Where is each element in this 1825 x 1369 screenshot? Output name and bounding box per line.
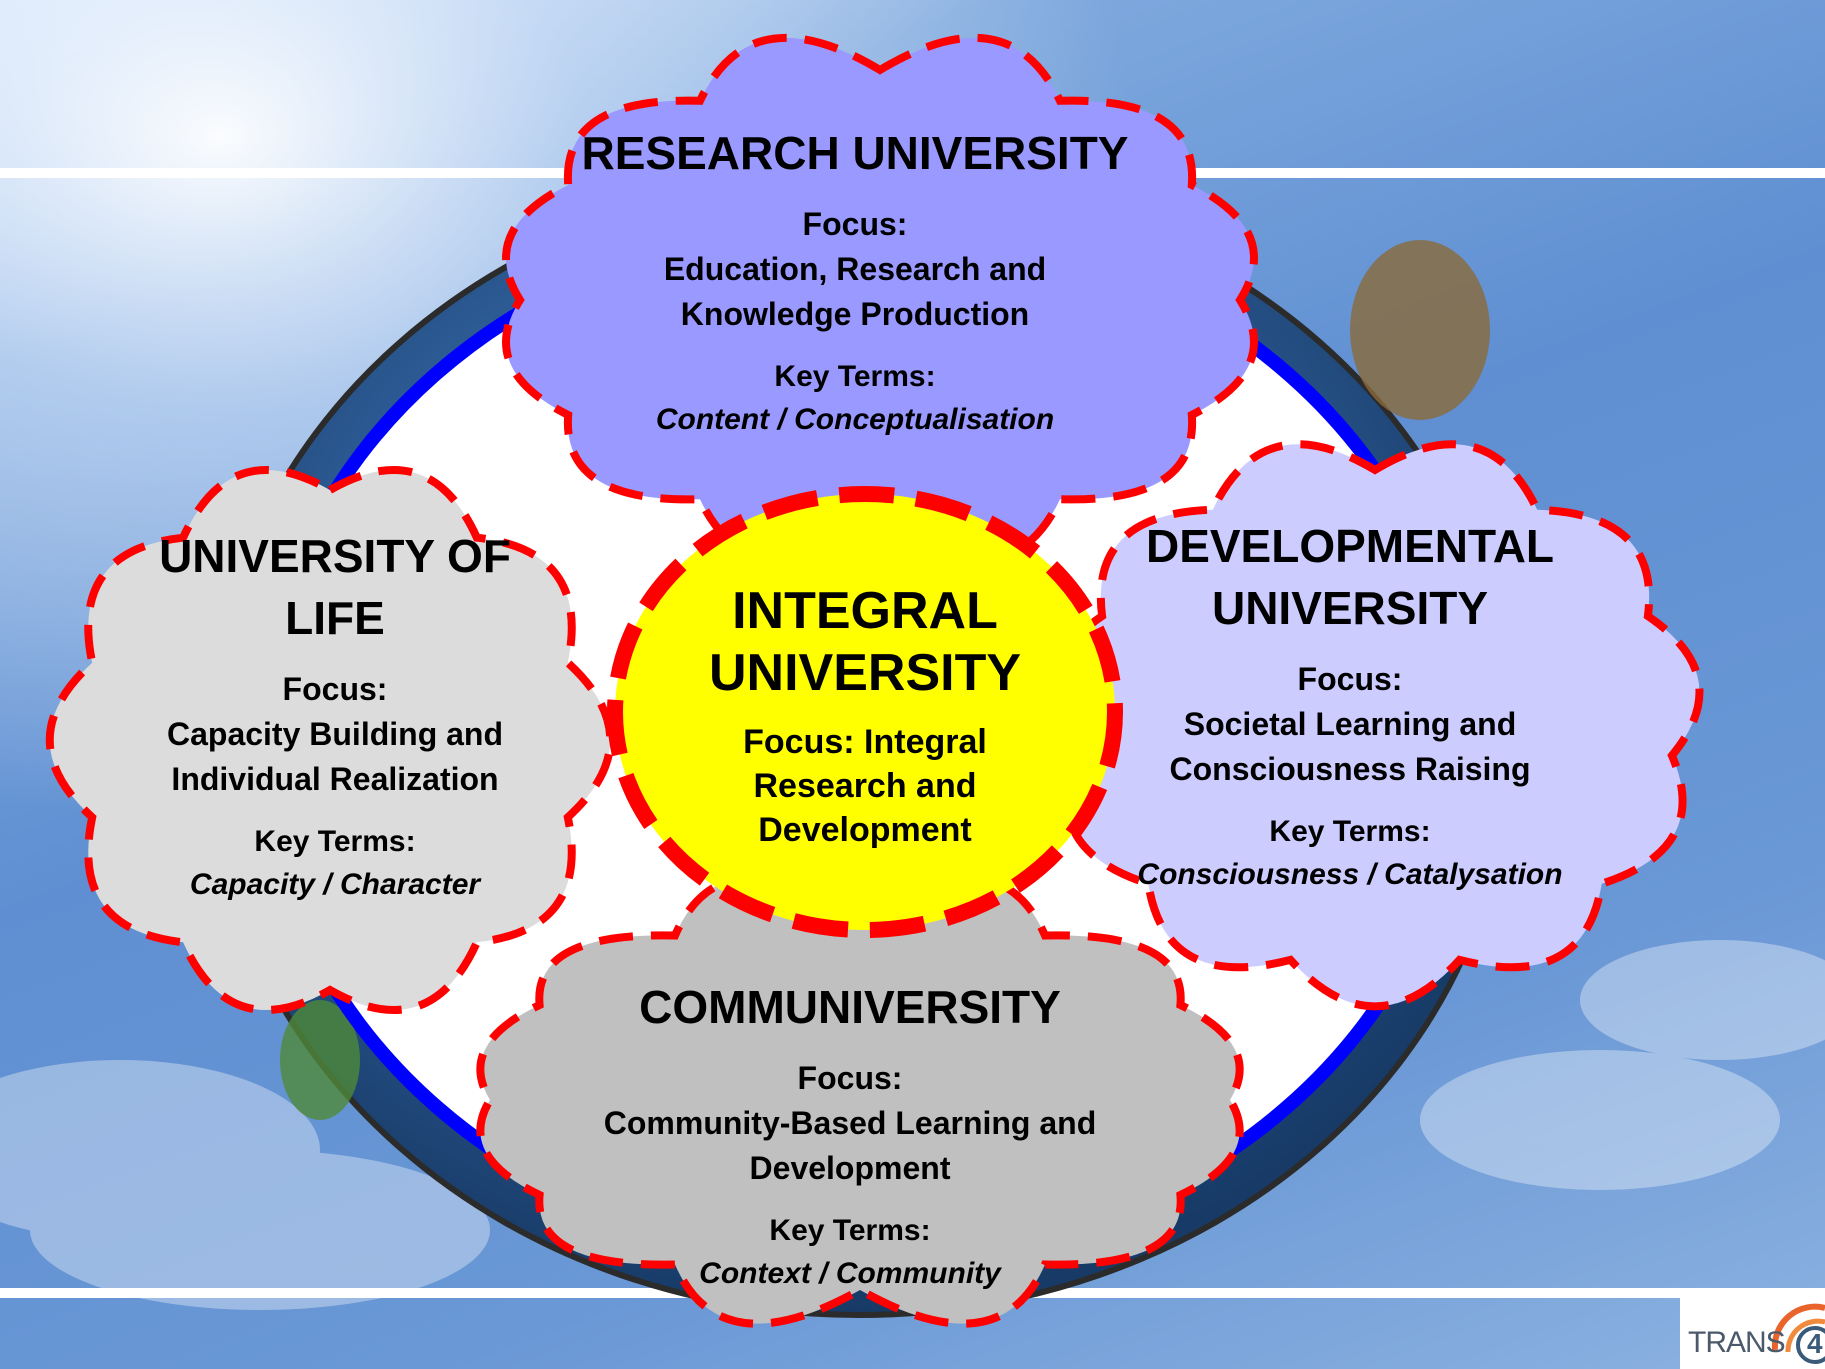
globe-land (280, 240, 1490, 1120)
logo-number: 4 (1807, 1328, 1823, 1359)
developmental-key-label: Key Terms: (1269, 815, 1431, 848)
life-key-terms: Capacity / Character (189, 868, 481, 901)
integral-focus-line-1: Focus: Integral (743, 723, 987, 761)
integral-focus-line-3: Development (758, 811, 972, 849)
research-key-terms: Content / Conceptualisation (655, 403, 1055, 436)
integral-university-text: INTEGRAL UNIVERSITY Focus: Integral Rese… (660, 580, 1070, 852)
developmental-focus-line-1: Societal Learning and (1183, 706, 1517, 742)
sky-clouds (0, 940, 1825, 1310)
life-title-line-1: UNIVERSITY OF (159, 530, 511, 582)
cloud-developmental-university (1046, 440, 1704, 1011)
life-focus-line-1: Capacity Building and (166, 716, 504, 752)
communiversity-key-label: Key Terms: (769, 1214, 931, 1247)
developmental-focus-line-2: Consciousness Raising (1169, 751, 1531, 787)
research-focus-line-1: Education, Research and (663, 251, 1047, 287)
cloud-communiversity (476, 872, 1244, 1328)
integral-university-ellipse (607, 486, 1123, 938)
developmental-university-text: DEVELOPMENTAL UNIVERSITY Focus: Societal… (1105, 515, 1595, 896)
life-focus-line-2: Individual Realization (171, 761, 499, 797)
integral-title-line-2: UNIVERSITY (708, 644, 1022, 702)
communiversity-focus-line-2: Development (749, 1150, 951, 1186)
communiversity-title: COMMUNIVERSITY (639, 981, 1061, 1033)
integral-title-line-1: INTEGRAL (732, 582, 998, 640)
trans4m-logo: TRANS 4 (1680, 1290, 1825, 1369)
cloud-research-university (502, 33, 1258, 567)
life-focus-label: Focus: (282, 671, 388, 707)
developmental-key-terms: Consciousness / Catalysation (1137, 858, 1563, 891)
trans4m-logo-icon (1680, 1290, 1825, 1369)
university-of-life-text: UNIVERSITY OF LIFE Focus: Capacity Build… (115, 525, 555, 906)
life-title-line-2: LIFE (285, 592, 385, 644)
integral-focus-line-2: Research and (753, 767, 977, 805)
research-title: RESEARCH UNIVERSITY (581, 127, 1129, 179)
life-key-label: Key Terms: (254, 825, 416, 858)
communiversity-focus-line-1: Community-Based Learning and (603, 1105, 1097, 1141)
research-focus-label: Focus: (802, 206, 908, 242)
research-focus-line-2: Knowledge Production (680, 296, 1030, 332)
logo-text: TRANS (1688, 1326, 1786, 1359)
developmental-focus-label: Focus: (1297, 661, 1403, 697)
communiversity-key-terms: Context / Community (699, 1257, 1001, 1290)
communiversity-text: COMMUNIVERSITY Focus: Community-Based Le… (540, 976, 1160, 1295)
developmental-title-line-1: DEVELOPMENTAL (1145, 520, 1555, 572)
cloud-university-of-life (45, 466, 615, 1014)
research-key-label: Key Terms: (774, 360, 936, 393)
communiversity-focus-label: Focus: (797, 1060, 903, 1096)
research-university-text: RESEARCH UNIVERSITY Focus: Education, Re… (520, 122, 1190, 441)
developmental-title-line-2: UNIVERSITY (1211, 582, 1489, 634)
